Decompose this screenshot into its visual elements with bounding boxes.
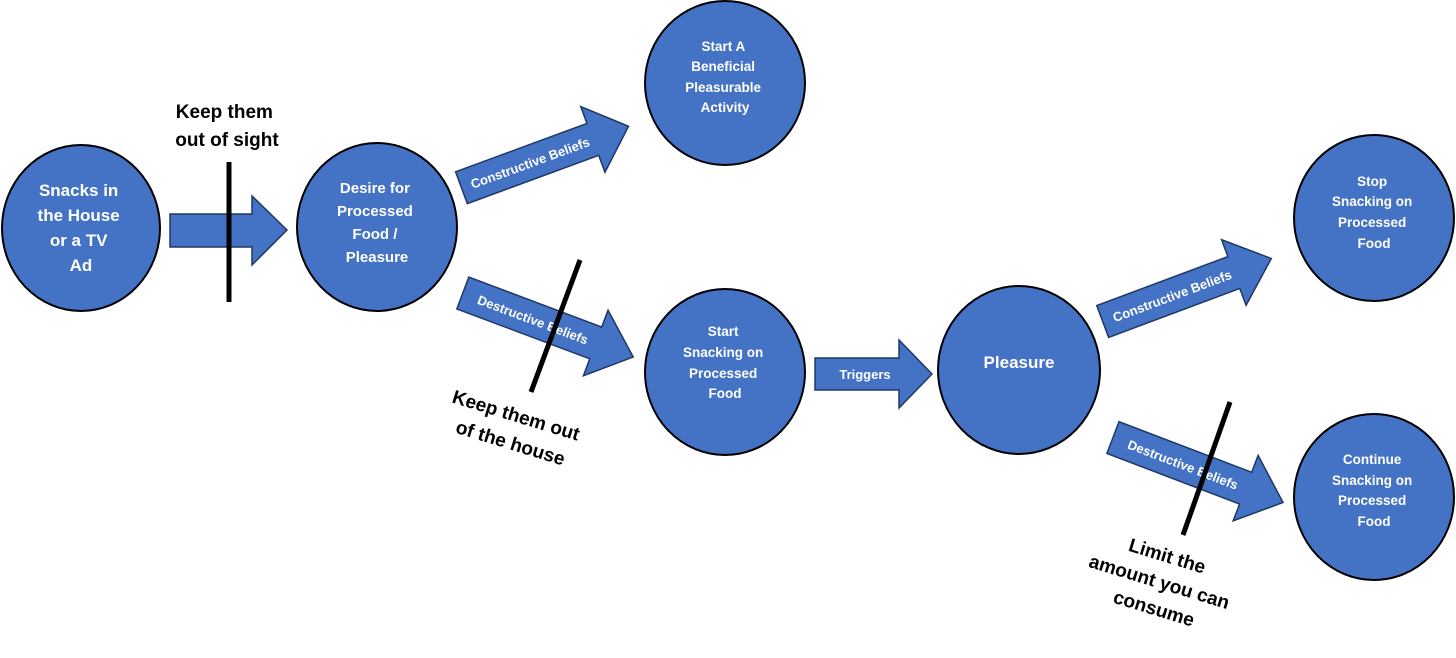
node-beneficial-line-1: Start A — [701, 39, 745, 54]
node-desire-line-2: Processed — [337, 203, 413, 220]
node-stop-snacking-line-4: Food — [1358, 236, 1391, 251]
node-start-snacking: Start Snacking on Processed Food — [644, 288, 806, 456]
node-start-snacking-line-2: Snacking on — [683, 345, 763, 360]
arrow-triggers: Triggers — [814, 338, 934, 410]
note-out-of-sight-line-1: Keep them — [176, 102, 273, 123]
svg-text:Keep them out of the hou: Keep them out of the house — [441, 387, 587, 474]
node-stop-snacking-line-1: Stop — [1357, 174, 1387, 189]
note-limit-amount: Limit the amount you can consume — [1078, 526, 1244, 642]
svg-text:Desire for Processed: Desire for Processed Food / Pleasure — [337, 180, 417, 266]
svg-text:Stop Snacking on P: Stop Snacking on Processed Food — [1332, 174, 1416, 251]
node-start-snacking-line-1: Start — [708, 324, 739, 339]
node-snacks-line-1: Snacks in — [39, 181, 118, 200]
svg-text:Pleasure: Pleasure — [984, 353, 1055, 372]
arrow-constructive-beliefs-2: Constructive Beliefs — [1095, 238, 1273, 339]
arrow-constructive-beliefs-1: Constructive Beliefs — [454, 105, 630, 205]
node-stop-snacking-line-2: Snacking on — [1332, 194, 1412, 209]
node-snacks-in-house: Snacks in the House or a TV Ad — [1, 144, 161, 312]
node-start-snacking-line-3: Processed — [689, 366, 757, 381]
arrow-destructive-beliefs-1: Destructive Beliefs — [455, 276, 635, 377]
node-continue-snacking-line-2: Snacking on — [1332, 473, 1412, 488]
node-stop-snacking: Stop Snacking on Processed Food — [1293, 134, 1455, 302]
arrow-destructive-beliefs-2: Destructive Beliefs — [1105, 420, 1285, 523]
node-pleasure-line-1: Pleasure — [984, 353, 1055, 372]
node-start-beneficial-activity: Start A Beneficial Pleasurable Activity — [644, 0, 806, 166]
node-snacks-line-3: or a TV — [50, 231, 108, 250]
barrier-line-limit-amount — [1180, 401, 1233, 536]
node-desire-line-1: Desire for — [340, 180, 410, 197]
node-beneficial-line-4: Activity — [701, 100, 750, 115]
node-continue-snacking-line-4: Food — [1358, 514, 1391, 529]
node-pleasure: Pleasure — [937, 285, 1101, 455]
node-desire-line-3: Food / — [352, 226, 398, 243]
node-continue-snacking-line-3: Processed — [1338, 493, 1406, 508]
node-continue-snacking-line-1: Continue — [1343, 452, 1402, 467]
svg-text:Start Snacking on: Start Snacking on Processed Food — [683, 324, 767, 401]
svg-text:Limit the amount you can: Limit the amount you can consume — [1078, 526, 1244, 642]
arrow-label-triggers: Triggers — [839, 367, 890, 382]
note-out-of-sight: Keep them out of sight — [175, 102, 279, 151]
svg-text:Start A Beneficial: Start A Beneficial Pleasurable Activity — [685, 39, 765, 115]
node-snacks-line-4: Ad — [70, 256, 93, 275]
node-desire-for-processed-food: Desire for Processed Food / Pleasure — [296, 142, 458, 312]
node-snacks-line-2: the House — [38, 206, 120, 225]
node-stop-snacking-line-3: Processed — [1338, 215, 1406, 230]
node-start-snacking-line-4: Food — [709, 386, 742, 401]
node-continue-snacking: Continue Snacking on Processed Food — [1293, 413, 1455, 581]
note-out-of-house: Keep them out of the house — [441, 387, 587, 474]
node-beneficial-line-3: Pleasurable — [685, 80, 761, 95]
barrier-line-out-of-house — [528, 259, 583, 393]
svg-text:Snacks in the House: Snacks in the House or a TV Ad — [38, 181, 125, 275]
node-desire-line-4: Pleasure — [346, 249, 409, 266]
note-out-of-sight-line-2: out of sight — [175, 130, 279, 151]
node-beneficial-line-2: Beneficial — [691, 59, 755, 74]
svg-text:Continue Snacking on: Continue Snacking on Processed Food — [1332, 452, 1416, 529]
